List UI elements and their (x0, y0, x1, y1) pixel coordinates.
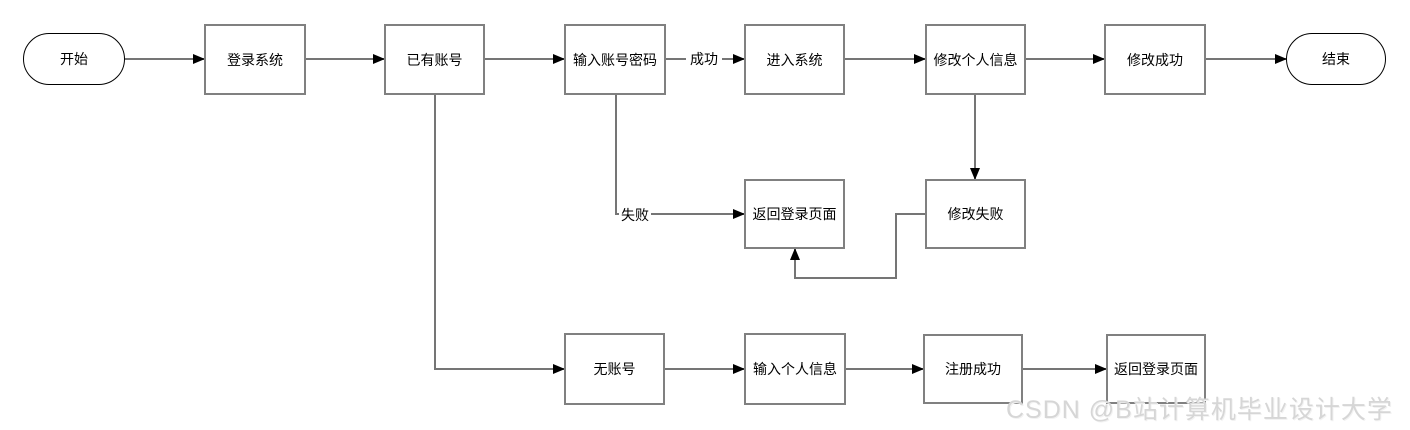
edge-label-success: 成功 (686, 49, 722, 69)
node-return-login-top: 返回登录页面 (744, 179, 845, 249)
node-start: 开始 (23, 33, 125, 85)
node-enter-personal-info: 输入个人信息 (744, 333, 846, 405)
node-no-account: 无账号 (564, 333, 665, 405)
node-has-account: 已有账号 (384, 24, 485, 95)
node-enter-system: 进入系统 (744, 24, 845, 95)
node-edit-profile: 修改个人信息 (925, 24, 1026, 95)
node-enter-credentials: 输入账号密码 (564, 24, 666, 95)
node-end: 结束 (1286, 33, 1386, 85)
node-edit-fail: 修改失败 (925, 179, 1026, 249)
node-edit-success: 修改成功 (1104, 24, 1206, 95)
edge-credentials-fail-to-return-login (615, 95, 745, 219)
node-return-login-bottom: 返回登录页面 (1106, 334, 1206, 404)
edge-label-fail: 失败 (619, 205, 651, 225)
node-login-system: 登录系统 (204, 24, 306, 95)
edge-edit-fail-to-return-login (790, 213, 925, 279)
edge-has-account-to-no-account (434, 95, 565, 374)
node-register-success: 注册成功 (923, 334, 1023, 404)
csdn-watermark: CSDN @B站计算机毕业设计大学 (1006, 396, 1393, 424)
